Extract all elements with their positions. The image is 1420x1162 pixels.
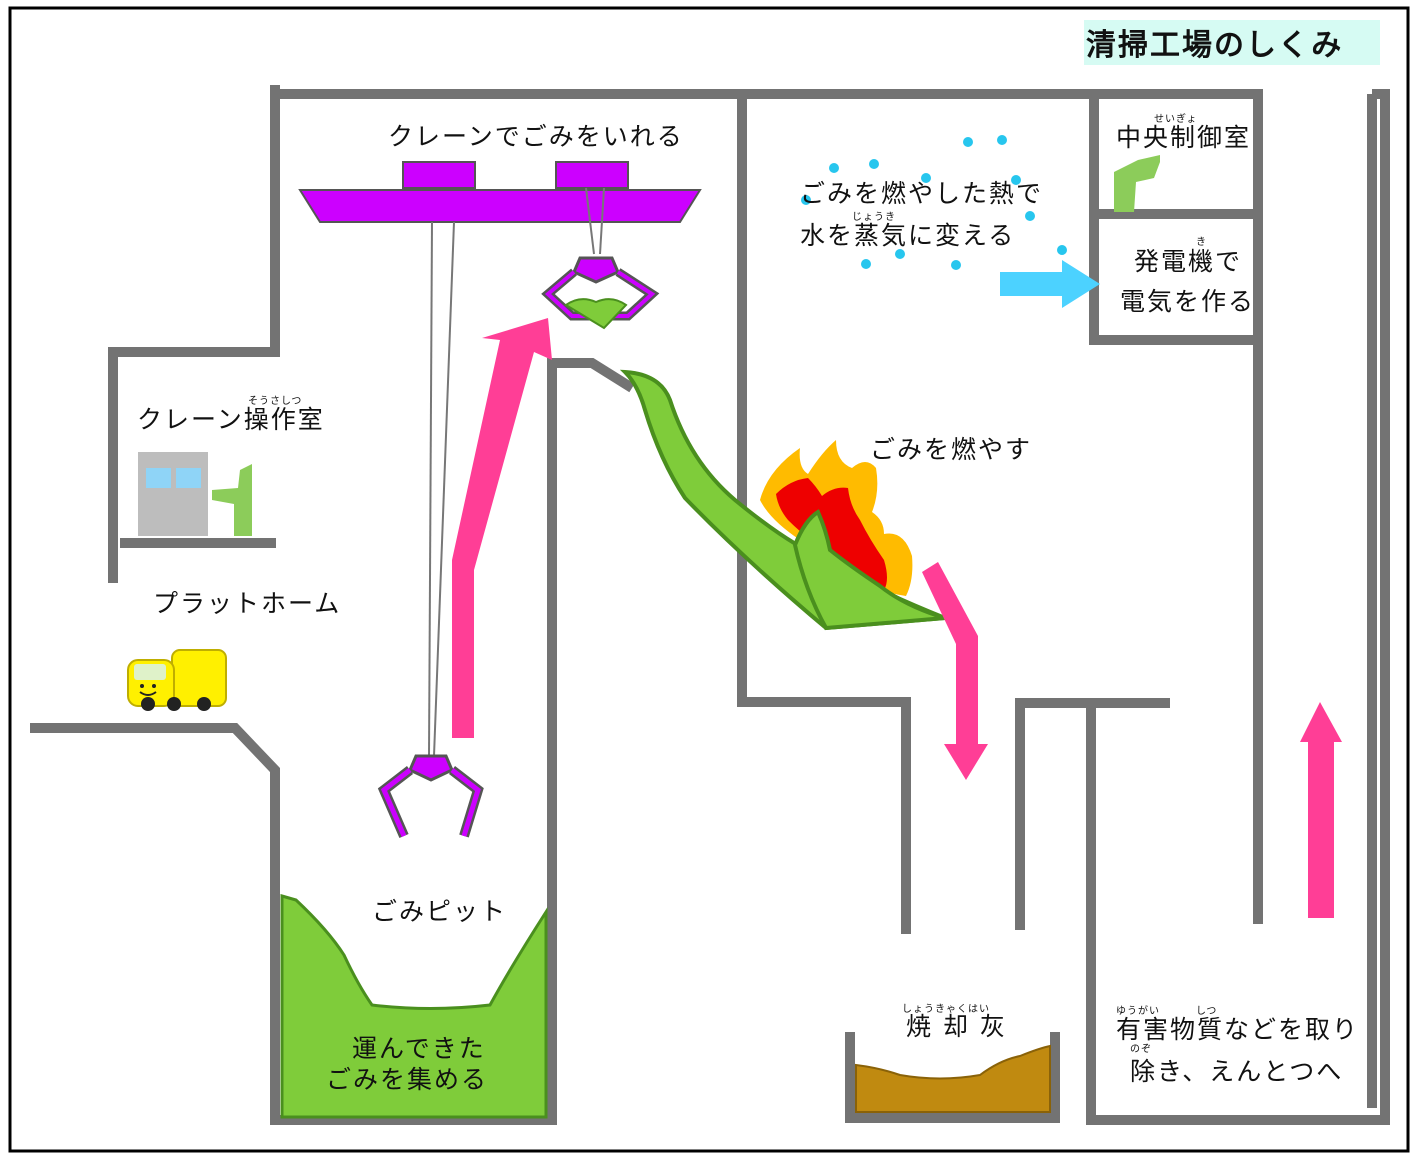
exhaust-ruby-2: しつ [1196, 1005, 1217, 1017]
grabbed-garbage [564, 298, 628, 330]
person-icon [212, 464, 252, 536]
title-block: 清掃工場のしくみ [1084, 20, 1380, 65]
truck-icon [127, 649, 227, 711]
garbage-pile [280, 894, 548, 1119]
platform-label: プラットホーム [153, 589, 341, 618]
crane-room-ruby: そうさしつ [248, 395, 302, 407]
pit-label: ごみピット [372, 897, 507, 926]
crane-cable [428, 221, 433, 757]
pit-and-platform-wall [30, 358, 635, 1125]
crane-loading-label: クレーンでごみをいれる [388, 122, 684, 151]
collect-label-line1: 運んできた [352, 1034, 486, 1063]
upper-roof-wall [270, 85, 1263, 345]
steam-ruby: じょうき [852, 211, 896, 223]
exhaust-label-line1: 有害物質などを取り [1116, 1015, 1359, 1044]
crane-room-label: クレーン操作室 [137, 405, 325, 434]
building-walls [30, 85, 1390, 1125]
crane-cable [599, 187, 605, 255]
ash-pile [855, 1044, 1051, 1113]
outer-frame [8, 6, 1410, 1153]
crane-girder [298, 189, 702, 223]
crane-grab-icon [377, 754, 484, 838]
crane-trolley-left [402, 161, 476, 189]
page-title: 清掃工場のしくみ [1086, 28, 1343, 63]
up-arrow-to-hopper [452, 318, 552, 738]
down-arrow-to-ash [922, 562, 988, 780]
control-room-ruby: せいぎょ [1154, 112, 1198, 125]
crane-cable [433, 221, 455, 757]
ash-ruby: しょうきゃくはい [902, 1003, 990, 1015]
title-background [1084, 20, 1380, 65]
steam-arrow [1000, 260, 1100, 308]
crane-trolley-right [555, 161, 629, 189]
person-icon [1114, 155, 1160, 212]
control-panel-icon [138, 452, 208, 536]
generator-label-line2: 電気を作る [1120, 287, 1255, 316]
collect-label-line2: ごみを集める [326, 1065, 488, 1094]
crane-cable [585, 187, 595, 255]
ash-bin [845, 1032, 1060, 1123]
crane-room-wall [108, 85, 280, 583]
crane-grab-icon [541, 256, 660, 330]
control-room-label: 中央制御室 [1116, 123, 1251, 152]
ash-label: 焼 却 灰 [906, 1012, 1007, 1041]
steam-label-line2: 水を蒸気に変える [800, 221, 1015, 250]
crane [298, 161, 702, 838]
generator-ruby: き [1196, 236, 1207, 248]
chute-lip [792, 509, 946, 631]
steam-label-line1: ごみを燃やした熱で [800, 179, 1043, 208]
generator-label-line1: 発電機で [1134, 247, 1242, 276]
boiler-wall [737, 94, 911, 934]
exhaust-ruby-1: ゆうがい [1116, 1004, 1160, 1017]
exhaust-ruby-3: のぞ [1130, 1043, 1152, 1055]
flame-icon [760, 440, 913, 596]
burn-label: ごみを燃やす [870, 435, 1032, 464]
up-arrow-to-chimney [1300, 702, 1342, 918]
exhaust-label-line2: 除き、えんとつへ [1130, 1057, 1343, 1086]
flow-arrows [452, 260, 1342, 918]
steam-dots [801, 135, 1067, 270]
